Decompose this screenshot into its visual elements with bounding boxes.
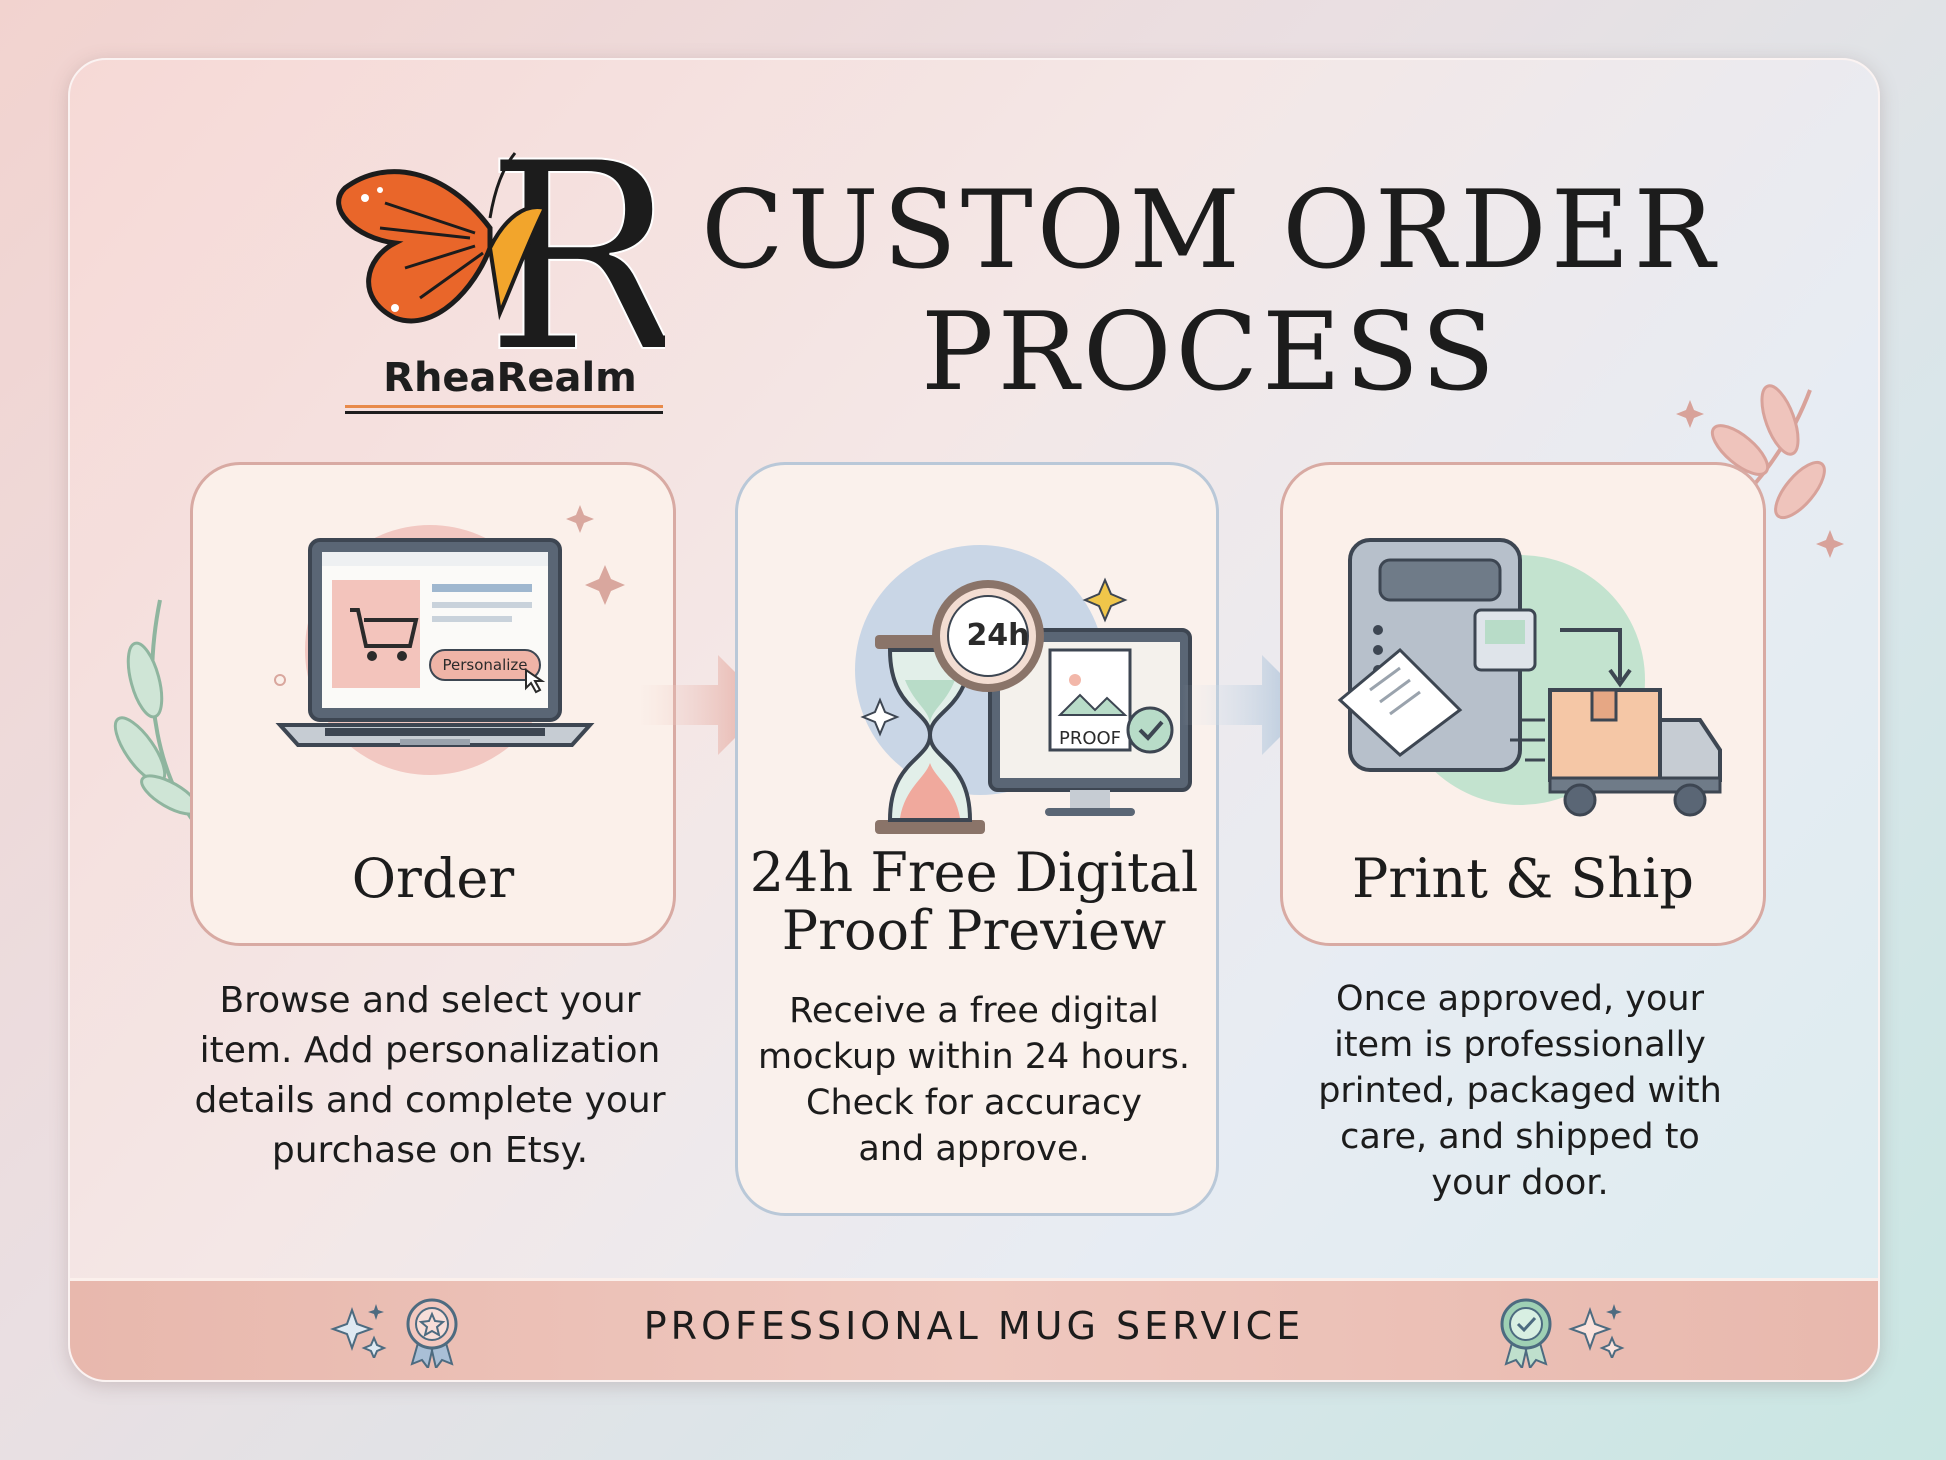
arrow-right-icon: [1182, 655, 1312, 755]
brand-underline-accent: [345, 405, 663, 408]
sparkle-icon: [330, 1304, 387, 1358]
desc-line: care, and shipped to: [1340, 1117, 1700, 1157]
hourglass-monitor-icon: [855, 545, 1192, 834]
infographic-card: R RheaRealm CUSTOM ORDER PROCESS: [68, 58, 1880, 1382]
desc-line: Check for accuracy: [806, 1083, 1142, 1123]
step-ship-title: Print & Ship: [1352, 847, 1694, 910]
step-ship-description: Once approved, your item is professional…: [1260, 976, 1780, 1206]
page-title: CUSTOM ORDER PROCESS: [680, 170, 1740, 414]
brand-underline: [345, 411, 663, 414]
desc-line: item. Add personalization: [199, 1030, 661, 1071]
sparkle-icon: [1568, 1304, 1625, 1358]
desc-line: details and complete your: [194, 1080, 666, 1121]
desc-line: printed, packaged with: [1318, 1071, 1722, 1111]
desc-line: purchase on Etsy.: [271, 1130, 589, 1171]
title-line-1: CUSTOM ORDER: [701, 168, 1719, 293]
brand-name: RheaRealm: [383, 355, 637, 401]
leaf-branch-icon: [113, 599, 202, 832]
desc-line: Once approved, your: [1336, 979, 1704, 1019]
butterfly-logo-icon: R: [336, 108, 665, 368]
award-badge-icon: [406, 1298, 458, 1368]
desc-line: Browse and select your: [219, 980, 641, 1021]
desc-line: and approve.: [858, 1129, 1090, 1169]
check-badge-icon: [1500, 1298, 1552, 1368]
desc-line: item is professionally: [1334, 1025, 1706, 1065]
proof-label: PROOF: [1058, 728, 1122, 749]
title-line: 24h Free Digital: [749, 841, 1199, 904]
title-line: Proof Preview: [781, 899, 1167, 962]
desc-line: Receive a free digital: [789, 991, 1159, 1031]
badge-24h: 24h: [966, 618, 1030, 653]
printer-truck-icon: [1337, 538, 1722, 817]
step-order-title: Order: [351, 847, 515, 910]
footer-text: PROFESSIONAL MUG SERVICE: [643, 1304, 1305, 1348]
desc-line: your door.: [1431, 1163, 1609, 1203]
laptop-cart-icon: [274, 505, 625, 775]
title-line-2: PROCESS: [920, 290, 1500, 415]
personalize-button-label: Personalize: [442, 656, 528, 674]
step-proof-title: 24h Free Digital Proof Preview: [735, 844, 1213, 960]
svg-text:R: R: [485, 108, 665, 368]
step-proof-description: Receive a free digital mockup within 24 …: [735, 988, 1213, 1172]
step-order-description: Browse and select your item. Add persona…: [170, 976, 690, 1176]
desc-line: mockup within 24 hours.: [758, 1037, 1190, 1077]
